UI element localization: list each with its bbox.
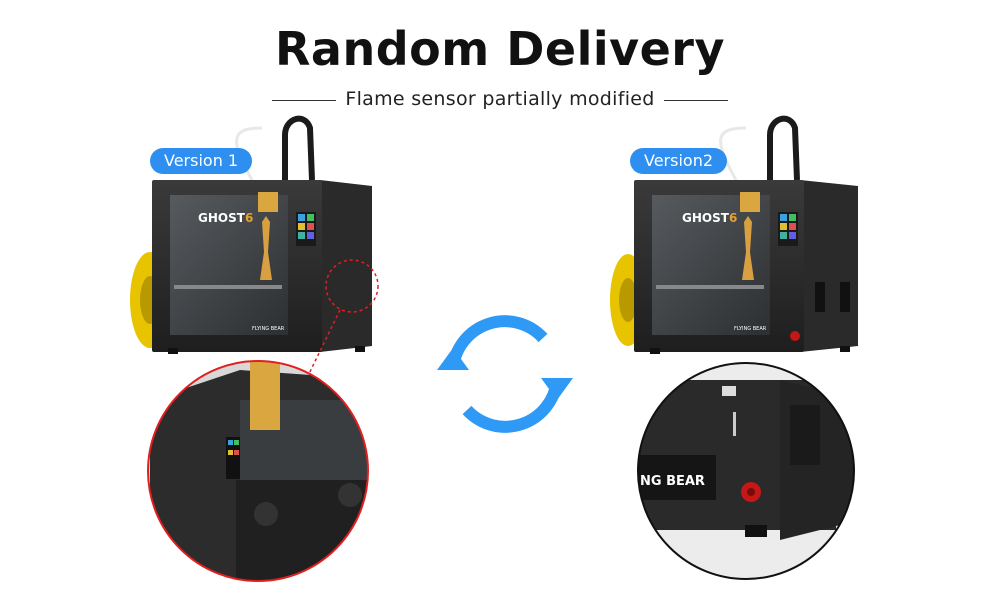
subtitle-row: Flame sensor partially modified xyxy=(0,88,1000,112)
version-2-badge: Version2 xyxy=(630,148,728,174)
printer-version-2: GHOST 6 FLYING BEAR xyxy=(610,115,858,354)
svg-text:FLYING BEAR: FLYING BEAR xyxy=(252,326,285,332)
svg-text:6: 6 xyxy=(245,211,253,225)
page-title: Random Delivery xyxy=(275,22,725,76)
zoom-inset-version-1 xyxy=(147,360,369,582)
svg-text:GHOST: GHOST xyxy=(198,211,246,225)
svg-text:6: 6 xyxy=(729,211,737,225)
zoom-inset-version-2: NG BEAR xyxy=(637,362,855,580)
refresh-icon xyxy=(437,315,573,433)
version-1-badge: Version 1 xyxy=(150,148,253,174)
zoom-brand-text: NG BEAR xyxy=(640,474,705,489)
divider-left xyxy=(272,100,336,101)
flame-sensor xyxy=(790,331,800,341)
page-subtitle: Flame sensor partially modified xyxy=(345,88,655,110)
svg-text:FLYING BEAR: FLYING BEAR xyxy=(734,326,767,332)
divider-right xyxy=(664,100,728,101)
printer-version-1: GHOST 6 FLYING BEAR xyxy=(130,115,379,383)
svg-text:GHOST: GHOST xyxy=(682,211,730,225)
